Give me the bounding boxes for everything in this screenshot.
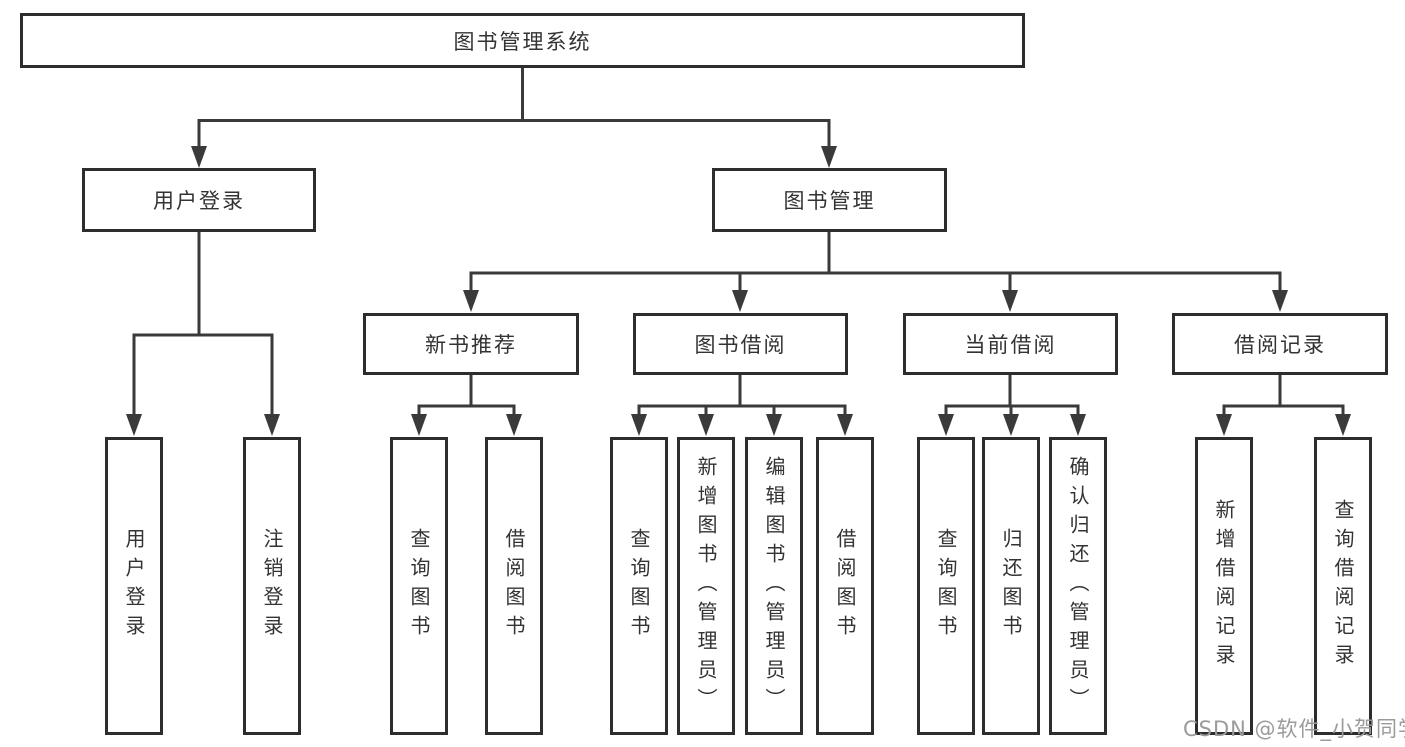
arrowhead (506, 414, 522, 436)
edge-borrow-record-to-leaves (1222, 375, 1345, 417)
edge-book-management-to-level3 (469, 232, 1282, 293)
leaf-return-books-label: 归还图书 (999, 528, 1023, 644)
leaf-add-borrow-record-label: 新增借阅记录 (1212, 499, 1236, 673)
node-current-borrow-label: 当前借阅 (964, 333, 1057, 357)
node-root-label: 图书管理系统 (453, 29, 592, 54)
node-root: 图书管理系统 (20, 13, 1025, 68)
leaf-borrow-books-label: 借阅图书 (833, 528, 857, 644)
node-book-borrow-label: 图书借阅 (694, 333, 787, 357)
leaf-add-books-admin: 新增图书（管理员） (677, 437, 735, 735)
edge-book-borrow-to-leaves (637, 375, 847, 417)
leaf-add-borrow-record: 新增借阅记录 (1195, 437, 1253, 735)
leaf-borrow-books: 借阅图书 (816, 437, 874, 735)
leaf-logout-label: 注销登录 (260, 528, 284, 644)
leaf-borrow-books-recommend: 借阅图书 (485, 437, 543, 735)
node-book-management-label: 图书管理 (783, 189, 876, 213)
leaf-user-login: 用户登录 (105, 437, 163, 735)
arrowhead (191, 146, 207, 168)
edge-user-login-to-leaves (132, 232, 274, 417)
leaf-query-books-current: 查询图书 (917, 437, 975, 735)
arrowhead (821, 146, 837, 168)
edge-current-borrow-to-leaves (944, 375, 1080, 417)
arrowhead (463, 290, 479, 312)
node-borrow-record-label: 借阅记录 (1234, 333, 1326, 357)
node-current-borrow: 当前借阅 (903, 313, 1118, 375)
leaf-edit-books-admin: 编辑图书（管理员） (745, 437, 803, 735)
node-new-book-recommend: 新书推荐 (363, 313, 579, 375)
arrowhead (631, 414, 647, 436)
leaf-query-books-label: 查询图书 (627, 528, 651, 644)
leaf-query-books: 查询图书 (610, 437, 668, 735)
node-user-login-label: 用户登录 (153, 189, 245, 213)
arrowhead (264, 414, 280, 436)
leaf-logout: 注销登录 (243, 437, 301, 735)
leaf-query-books-recommend-label: 查询图书 (407, 528, 431, 644)
arrowhead (698, 414, 714, 436)
arrowhead (1216, 414, 1232, 436)
leaf-query-books-recommend: 查询图书 (390, 437, 448, 735)
arrowhead (1003, 414, 1019, 436)
leaf-add-books-admin-label: 新增图书（管理员） (694, 455, 718, 717)
arrowhead (1335, 414, 1351, 436)
node-book-borrow: 图书借阅 (633, 313, 848, 375)
node-book-management: 图书管理 (712, 168, 947, 232)
arrowhead (837, 414, 853, 436)
arrowhead (732, 290, 748, 312)
csdn-watermark: CSDN @软件_小贺同学 (1183, 717, 1405, 741)
leaf-query-books-current-label: 查询图书 (934, 528, 958, 644)
arrowheads (126, 146, 1351, 436)
leaf-query-borrow-record: 查询借阅记录 (1314, 437, 1372, 735)
node-user-login: 用户登录 (82, 168, 316, 232)
edge-new-book-recommend-to-leaves (417, 375, 516, 417)
arrowhead (1002, 290, 1018, 312)
leaf-edit-books-admin-label: 编辑图书（管理员） (762, 455, 786, 717)
arrowhead (1272, 290, 1288, 312)
arrowhead (411, 414, 427, 436)
leaf-confirm-return-admin-label: 确认归还（管理员） (1066, 455, 1090, 717)
leaf-query-borrow-record-label: 查询借阅记录 (1331, 499, 1355, 673)
edge-root-to-level2 (197, 68, 831, 150)
arrowhead (938, 414, 954, 436)
node-borrow-record: 借阅记录 (1172, 313, 1388, 375)
leaf-return-books: 归还图书 (982, 437, 1040, 735)
node-new-book-recommend-label: 新书推荐 (425, 333, 517, 357)
leaf-user-login-label: 用户登录 (122, 528, 146, 644)
leaf-borrow-books-recommend-label: 借阅图书 (502, 528, 526, 644)
leaf-confirm-return-admin: 确认归还（管理员） (1049, 437, 1107, 735)
arrowhead (766, 414, 782, 436)
arrowhead (126, 414, 142, 436)
arrowhead (1070, 414, 1086, 436)
